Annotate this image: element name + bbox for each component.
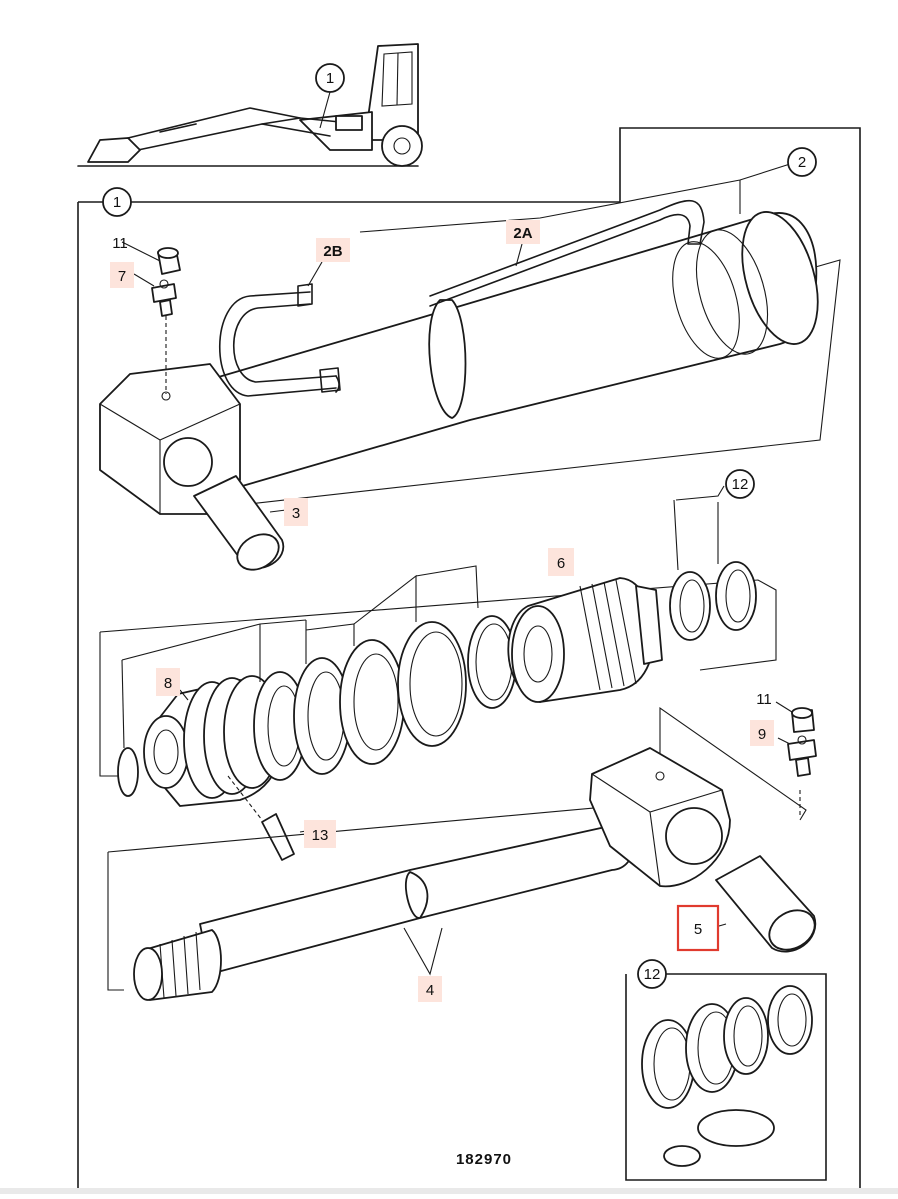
assembly-frame <box>77 127 861 1188</box>
svg-text:7: 7 <box>118 268 126 285</box>
callout-2[interactable]: 2 <box>787 147 817 177</box>
svg-text:11: 11 <box>112 235 128 252</box>
svg-text:4: 4 <box>426 982 434 999</box>
svg-text:1: 1 <box>113 194 121 211</box>
svg-text:12: 12 <box>732 476 749 493</box>
grease-nipple-top <box>151 247 181 317</box>
svg-text:11: 11 <box>756 691 772 708</box>
svg-text:2: 2 <box>798 154 806 171</box>
piston-seal-row <box>99 561 777 861</box>
svg-text:6: 6 <box>557 555 565 572</box>
callout-11-right[interactable]: 11 <box>756 691 772 708</box>
svg-text:2B: 2B <box>323 243 342 260</box>
callout-6[interactable]: 6 <box>548 548 574 576</box>
drawing-number: 182970 <box>456 1151 512 1168</box>
cylinder-barrel <box>99 199 841 571</box>
barrel-leaders <box>121 163 791 513</box>
svg-text:13: 13 <box>312 827 329 844</box>
svg-text:3: 3 <box>292 505 300 522</box>
piston-leaders <box>121 485 725 833</box>
callout-1[interactable]: 1 <box>102 187 132 217</box>
svg-text:8: 8 <box>164 675 172 692</box>
callout-3[interactable]: 3 <box>284 498 308 526</box>
callout-7[interactable]: 7 <box>110 262 134 288</box>
callout-1-thumbnail[interactable]: 1 <box>315 63 345 129</box>
callout-2a[interactable]: 2A <box>506 220 540 244</box>
callout-4[interactable]: 4 <box>418 976 442 1002</box>
svg-text:2A: 2A <box>513 225 532 242</box>
svg-text:9: 9 <box>758 726 766 743</box>
callout-8[interactable]: 8 <box>156 668 180 696</box>
callout-11-top[interactable]: 11 <box>112 235 128 252</box>
callout-13[interactable]: 13 <box>304 820 336 848</box>
seal-kit-box <box>625 973 827 1181</box>
callout-12-kit[interactable]: 12 <box>637 959 667 989</box>
svg-text:1: 1 <box>326 70 334 87</box>
callout-9[interactable]: 9 <box>750 720 774 746</box>
backhoe-loader-thumbnail <box>77 43 423 167</box>
svg-text:12: 12 <box>644 966 661 983</box>
callout-2b[interactable]: 2B <box>316 238 350 262</box>
callout-12[interactable]: 12 <box>725 469 755 499</box>
piston-rod <box>107 706 817 1001</box>
svg-text:5: 5 <box>694 921 702 938</box>
grease-nipple-right <box>775 701 817 777</box>
window-bottom-edge <box>0 1188 898 1194</box>
callout-5-selected[interactable]: 5 <box>676 904 720 952</box>
